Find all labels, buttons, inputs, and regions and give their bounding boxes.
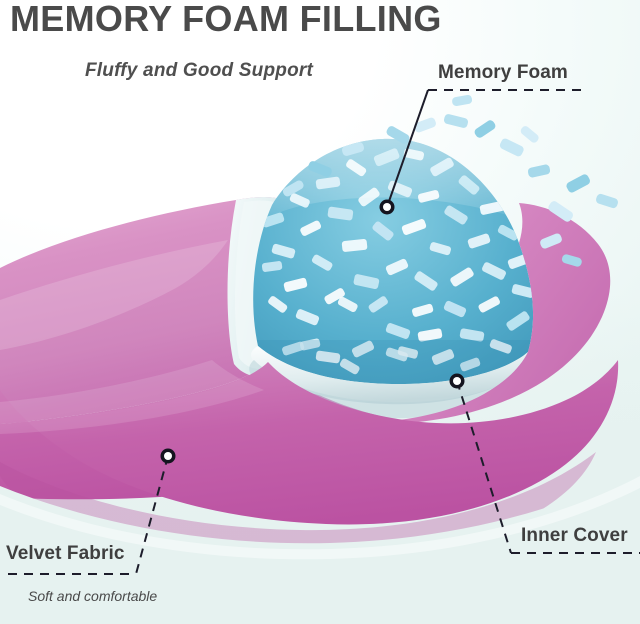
callout-label-inner-cover: Inner Cover <box>521 525 628 546</box>
callout-label-memory-foam: Memory Foam <box>438 62 568 83</box>
velvet-right-lobe <box>348 203 611 424</box>
scattered-foam-chips <box>282 94 618 267</box>
pillow-bottom-edge-mask <box>0 470 640 624</box>
callout-markers <box>160 199 465 464</box>
page-title: MEMORY FOAM FILLING <box>10 0 442 39</box>
memory-foam-fill <box>253 138 534 385</box>
callout-label-velvet-fabric: Velvet Fabric <box>6 543 125 564</box>
page-subtitle: Fluffy and Good Support <box>85 60 313 81</box>
velvet-fold-highlight <box>0 240 264 434</box>
callout-caption-velvet-fabric: Soft and comfortable <box>28 588 158 604</box>
